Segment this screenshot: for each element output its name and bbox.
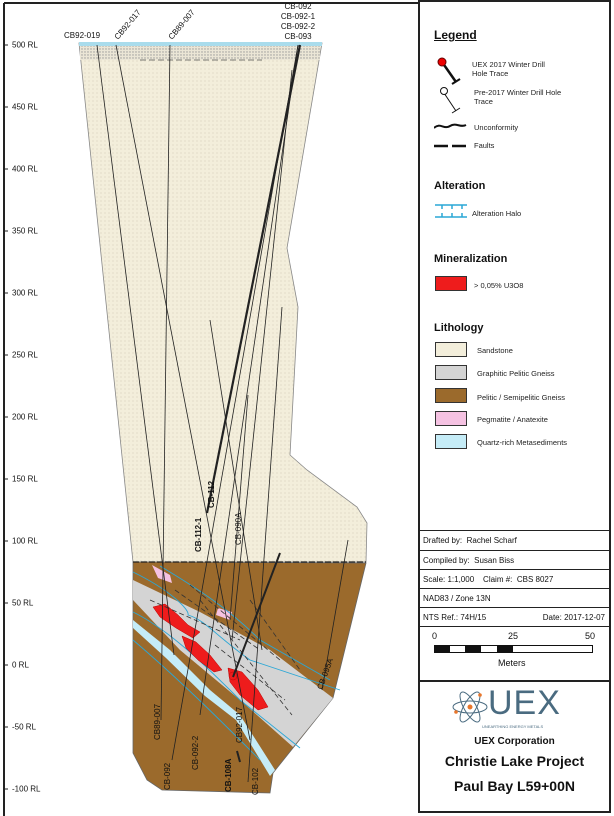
sandstone-swatch [435, 342, 467, 357]
uex-drill-trace-icon [437, 57, 461, 114]
hole-label: CB-108A [224, 758, 233, 792]
hole-label: CB-092-1 [281, 12, 316, 21]
rl-label: 150 RL [12, 474, 38, 484]
fault-dashes [149, 584, 301, 716]
scale-tick: 50 [585, 631, 596, 641]
rl-label: 450 RL [12, 102, 38, 112]
project-name: Christie Lake Project [444, 753, 585, 769]
lithology-title: Lithology [434, 322, 484, 334]
cross-section-drawing: CB92-019 CB92-017 CB89-007 CB-092 CB-092… [3, 2, 418, 816]
legend-faults: Faults [474, 141, 495, 150]
date-value: Date: 2017-12-07 [542, 612, 605, 622]
company-name: UEX Corporation [474, 736, 555, 747]
hole-label: CB-092-2 [281, 22, 316, 31]
hole-label: CB-092-2 [191, 735, 200, 770]
rl-axis-ticks [4, 44, 8, 790]
rl-label: -100 RL [12, 784, 41, 794]
hole-label: CB-102 [251, 767, 260, 795]
legend-mineralization: > 0,05% U3O8 [474, 281, 524, 290]
rl-label: 400 RL [12, 164, 38, 174]
compiled-label: Compiled by: [423, 555, 470, 565]
scale-bar-row: 0 25 50 Meters [420, 626, 609, 680]
quartz-swatch [435, 434, 467, 449]
hole-label: CB92-017 [235, 706, 244, 743]
rl-label: 50 RL [12, 598, 34, 608]
uex-logo-tagline: UNEARTHING ENERGY METALS [482, 724, 544, 729]
scale-unit: Meters [498, 658, 526, 668]
legend-lithology: Graphitic Pelitic Gneiss [477, 369, 555, 378]
scale-row: Scale: 1:1,000 Claim #: CBS 8027 [420, 569, 609, 588]
legend-title-block: Legend UEX 2017 Winter Drill Hole Trace … [418, 0, 611, 813]
nts-row: NTS Ref.: 74H/15 Date: 2017-12-07 [420, 607, 609, 626]
hole-label: CB89-007 [167, 7, 197, 41]
rl-label: -50 RL [12, 722, 37, 732]
rl-label: 300 RL [12, 288, 38, 298]
hole-label: CB-112 [207, 480, 216, 508]
compiled-row: Compiled by: Susan Biss [420, 550, 609, 569]
scale-tick: 0 [432, 631, 438, 641]
legend-lithology: Pegmatite / Anatexite [477, 415, 548, 424]
legend-title: Legend [434, 28, 477, 42]
logo-divider [420, 680, 609, 682]
scale-tick: 25 [508, 631, 519, 641]
hole-label: CB-092 [284, 2, 312, 11]
legend-unconformity: Unconformity [474, 123, 519, 132]
claim-label: Claim #: [483, 574, 513, 584]
mineralization-title: Mineralization [434, 253, 508, 265]
sandstone-top-band [80, 46, 320, 60]
pegmatite-swatch [435, 411, 467, 426]
alteration-title: Alteration [434, 180, 486, 192]
drafted-value: Rachel Scharf [466, 536, 517, 545]
scale-value: Scale: 1:1,000 [423, 574, 475, 584]
legend-uex-trace: UEX 2017 Winter Drill Hole Trace [472, 60, 545, 78]
legend-lithology: Sandstone [477, 346, 513, 355]
mineralization-swatch [435, 276, 467, 291]
legend-lithology: Pelitic / Semipelitic Gneiss [477, 393, 565, 402]
hole-label: CB-092 [163, 762, 172, 790]
alteration-halo-icon [435, 204, 467, 218]
hole-label: CB-090A [234, 512, 243, 545]
legend-lithology: Quartz-rich Metasediments [477, 438, 568, 447]
drafted-label: Drafted by: [423, 536, 463, 545]
graphitic-gneiss-swatch [435, 365, 467, 380]
pelitic-gneiss-swatch [435, 388, 467, 403]
scale-bar [434, 645, 593, 653]
datum-row: NAD83 / Zone 13N [420, 588, 609, 607]
claim-value: CBS 8027 [516, 574, 554, 584]
hole-label: CB92-017 [113, 7, 143, 41]
compiled-value: Susan Biss [474, 555, 515, 565]
drafted-row: Drafted by: Rachel Scharf [420, 530, 609, 550]
datum-value: NAD83 / Zone 13N [423, 593, 491, 603]
rl-label: 0 RL [12, 660, 29, 670]
uex-logo-text: UEX [488, 684, 561, 722]
quartz-metasediment-unit [133, 620, 275, 776]
nts-value: NTS Ref.: 74H/15 [423, 612, 487, 622]
legend-pre-trace: Pre-2017 Winter Drill Hole Trace [474, 88, 562, 106]
rl-label: 350 RL [12, 226, 38, 236]
pegmatite-unit [152, 565, 172, 583]
unconformity-icon [434, 123, 467, 148]
alteration-halo-top [79, 42, 322, 46]
legend-alteration-halo: Alteration Halo [472, 209, 522, 218]
drill-traces [96, 44, 349, 783]
hole-label: CB-093 [284, 32, 312, 41]
rl-label: 250 RL [12, 350, 38, 360]
rl-label: 100 RL [12, 536, 38, 546]
uex-atom-logo-icon [452, 691, 488, 723]
section-name: Paul Bay L59+00N [453, 778, 575, 794]
hole-label: CB92-019 [64, 31, 101, 40]
hole-label: CB89-007 [153, 703, 162, 740]
rl-label: 500 RL [12, 40, 38, 50]
sandstone-unit [78, 42, 368, 563]
hole-label: CB-112-1 [194, 517, 203, 552]
rl-label: 200 RL [12, 412, 38, 422]
